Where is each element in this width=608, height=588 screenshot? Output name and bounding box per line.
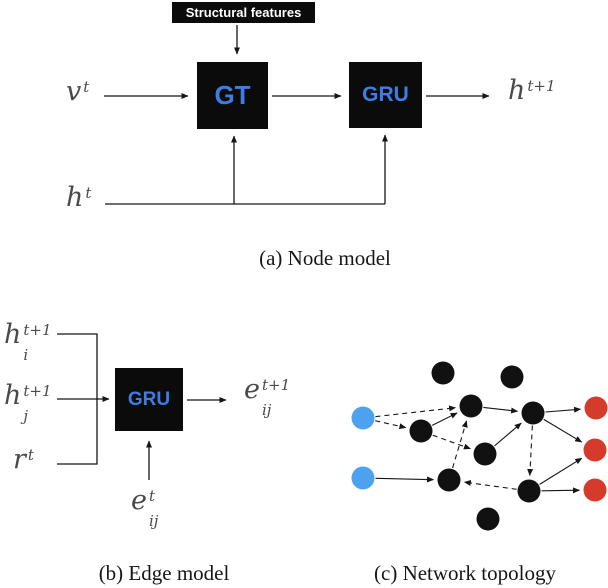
graph-edge-n_br-out2 (539, 457, 583, 485)
graph-edge-n_br-n_blh (463, 480, 517, 490)
panel-a-connectors (104, 25, 490, 205)
gt-box: GT (197, 62, 268, 129)
graph-node-out3 (583, 478, 607, 502)
graph-edge-n_br-out3 (541, 487, 581, 494)
panel-b-connectors (57, 333, 227, 480)
structural-features-box: Structural features (172, 2, 315, 23)
graph-edge-in1-n_hub (375, 405, 457, 418)
graph-node-n_ctr (473, 442, 497, 466)
graph-edge-n_rh-out1 (545, 406, 582, 413)
graph-node-n_br (517, 479, 541, 503)
graph-edge-n_sl-n_ctr (432, 434, 471, 450)
graph-node-n_b (476, 507, 500, 531)
structural-features-label: Structural features (185, 5, 302, 20)
gru-box-label: GRU (127, 388, 171, 410)
graph-edge-n_rh-n_br (527, 425, 534, 477)
graph-edge-n_hub-n_rh (483, 406, 519, 414)
graph-node-in1 (351, 406, 375, 430)
graph-edge-in2-n_blh (375, 476, 435, 483)
graph-node-n_sl (409, 419, 433, 443)
graph-node-n_hub (459, 394, 483, 418)
graph-node-out1 (584, 396, 608, 420)
graph-node-n_blh (437, 468, 461, 492)
graph-node-n_tl (431, 361, 455, 385)
gt-box-label: GT (214, 80, 251, 110)
graph-node-n_rh (521, 401, 545, 425)
graph-node-in2 (351, 466, 375, 490)
graph-edge-n_rh-out2 (543, 418, 583, 443)
caption-edge-model: (b) Edge model (98, 561, 230, 585)
gru-box-label: GRU (362, 83, 409, 106)
graph-node-n_tr (500, 365, 524, 389)
caption-node-model: (a) Node model (259, 246, 391, 270)
network-topology-graph (351, 361, 608, 531)
graph-edge-n_ctr-n_rh (494, 422, 522, 447)
gru-box-edge-model: GRU (115, 368, 183, 431)
graph-edge-n_sl-n_hub (431, 412, 458, 426)
graph-edge-in1-n_sl (375, 420, 407, 430)
graph-node-out2 (583, 438, 607, 462)
caption-network-topology: (c) Network topology (374, 561, 556, 585)
gru-box-node-model: GRU (349, 62, 422, 128)
